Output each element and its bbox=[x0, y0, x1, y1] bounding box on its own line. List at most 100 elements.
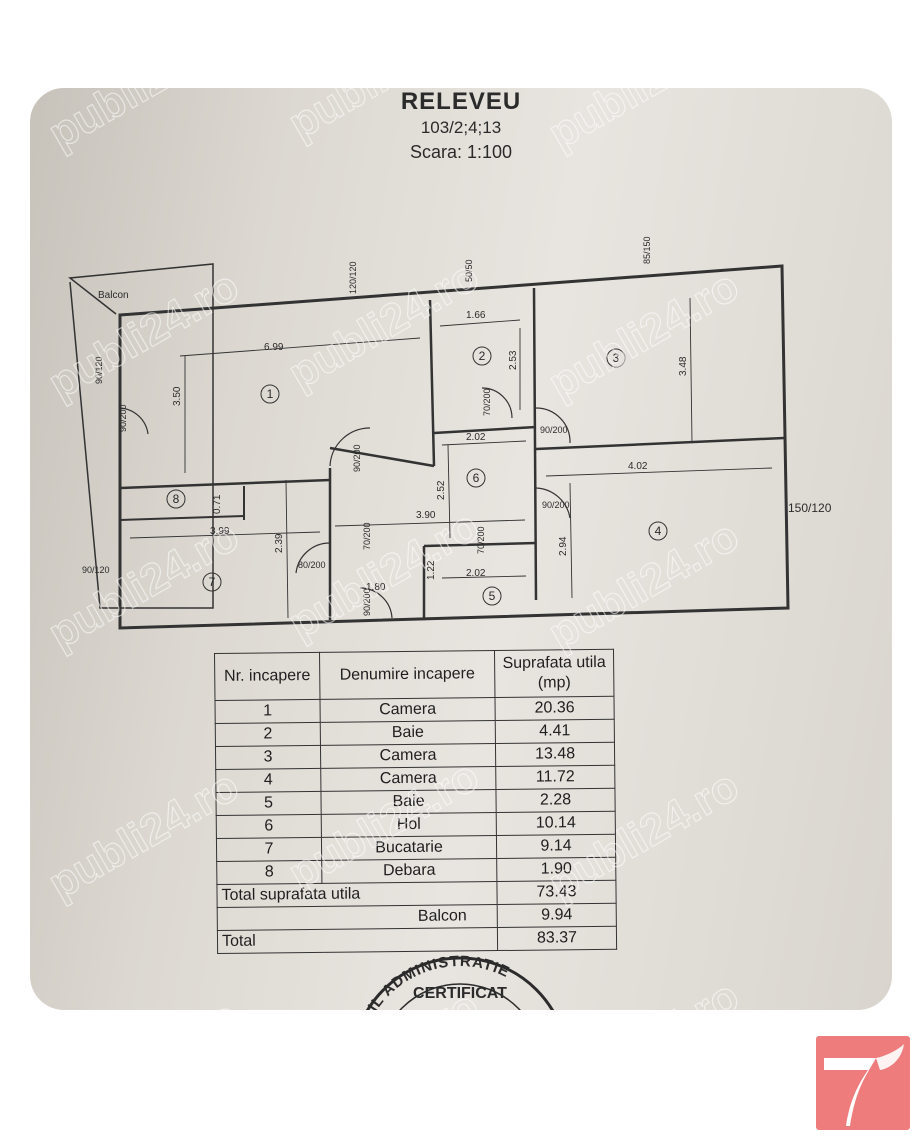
door-swing bbox=[481, 387, 513, 419]
dimension-line bbox=[447, 444, 451, 539]
official-stamp: IL ADMINISTRATIE CERTIFICAT bbox=[365, 953, 555, 1010]
cell-name: Camera bbox=[320, 743, 496, 769]
cell-name: Baie bbox=[320, 789, 497, 815]
room-marker bbox=[202, 572, 222, 592]
cell-name: Hol bbox=[321, 812, 497, 838]
opening-size: 120/120 bbox=[348, 261, 358, 294]
room-marker bbox=[466, 468, 486, 488]
cell-area: 2.28 bbox=[495, 788, 616, 813]
balcony-label: Balcon bbox=[98, 290, 129, 301]
balcony-outline bbox=[68, 263, 214, 609]
dimension: 3.50 bbox=[172, 386, 183, 406]
opening-size: 70/200 bbox=[482, 388, 492, 416]
room-marker bbox=[166, 489, 186, 509]
wall bbox=[433, 425, 537, 435]
balcony-row-value: 9.94 bbox=[497, 903, 617, 928]
opening-size: 90/200 bbox=[352, 444, 362, 472]
header-area: Suprafata utila (mp) bbox=[494, 649, 614, 698]
dimension: 2.02 bbox=[466, 568, 486, 579]
room-number-4: 4 bbox=[655, 524, 662, 538]
wall bbox=[119, 478, 331, 490]
cell-area: 1.90 bbox=[496, 857, 616, 882]
total-useful-label: Total suprafata utila bbox=[216, 881, 498, 908]
dimension-line bbox=[439, 319, 521, 327]
opening-size: 90/200 bbox=[540, 425, 568, 435]
door-swing bbox=[359, 587, 393, 619]
wall bbox=[532, 287, 538, 601]
cell-nr: 1 bbox=[214, 699, 321, 724]
publi24-logo[interactable] bbox=[816, 1036, 910, 1130]
opening-size: 90/120 bbox=[82, 565, 110, 575]
stamp-center-text: CERTIFICAT bbox=[413, 985, 507, 1002]
opening-size: 90/200 bbox=[362, 588, 372, 616]
dimension-line bbox=[441, 575, 527, 579]
wall bbox=[329, 446, 435, 468]
dimension: 2.94 bbox=[558, 536, 569, 556]
room-number-7: 7 bbox=[209, 575, 216, 589]
opening-size: 70/200 bbox=[476, 526, 486, 554]
dimension: 2.39 bbox=[274, 533, 285, 553]
opening-size: 90/200 bbox=[542, 500, 570, 510]
dimension: 1.66 bbox=[466, 310, 486, 321]
document-title: RELEVEU bbox=[400, 88, 522, 115]
room-marker bbox=[482, 586, 502, 606]
dimension-line bbox=[179, 337, 421, 357]
cell-area: 11.72 bbox=[495, 765, 615, 790]
dimension-line bbox=[569, 482, 573, 599]
cell-nr: 3 bbox=[215, 745, 321, 770]
dimension: 3.99 bbox=[210, 526, 230, 537]
room-number-3: 3 bbox=[613, 351, 620, 365]
door-swing bbox=[329, 427, 371, 467]
dimension: 0.71 bbox=[212, 494, 223, 514]
cell-nr: 4 bbox=[215, 768, 321, 793]
dimension: 4.02 bbox=[628, 461, 648, 472]
cell-area: 20.36 bbox=[494, 696, 615, 721]
floor-plan: 1 2 3 4 5 6 7 8 Balcon 6.99 3.50 1.66 2.… bbox=[68, 236, 832, 630]
cell-area: 13.48 bbox=[495, 742, 615, 767]
cell-area: 10.14 bbox=[496, 811, 616, 836]
cell-nr: 5 bbox=[215, 791, 322, 816]
cell-name: Debara bbox=[321, 858, 497, 884]
door-swing bbox=[295, 542, 331, 574]
dimension-line bbox=[129, 531, 321, 539]
logo-mark-icon bbox=[824, 1044, 904, 1126]
cell-name: Camera bbox=[319, 697, 496, 723]
room-number-2: 2 bbox=[479, 349, 486, 363]
cell-name: Bucatarie bbox=[321, 835, 497, 861]
room-marker bbox=[648, 521, 668, 541]
cell-name: Camera bbox=[320, 766, 496, 792]
document-photo: RELEVEU 103/2;4;13 Scara: 1:100 bbox=[30, 88, 892, 1010]
rooms-area-table: Nr. incapere Denumire incapere Suprafata… bbox=[214, 649, 617, 954]
dimension: 2.02 bbox=[466, 432, 486, 443]
header-name: Denumire incapere bbox=[319, 650, 495, 700]
room-number-6: 6 bbox=[473, 471, 480, 485]
dimension: 3.90 bbox=[416, 510, 436, 521]
opening-size: 90/200 bbox=[118, 404, 128, 432]
dimension: 3.48 bbox=[678, 356, 689, 376]
dimension: 6.99 bbox=[264, 342, 284, 353]
dimension-line bbox=[545, 467, 773, 477]
dimension-line bbox=[689, 297, 693, 444]
cell-name: Baie bbox=[320, 720, 496, 746]
table-header-row: Nr. incapere Denumire incapere Suprafata… bbox=[214, 649, 614, 701]
dimension-line bbox=[334, 519, 526, 527]
opening-size: 90/120 bbox=[94, 356, 104, 384]
room-marker bbox=[606, 348, 626, 368]
survey-sheet: RELEVEU 103/2;4;13 Scara: 1:100 bbox=[30, 88, 892, 1010]
opening-size: 150/120 bbox=[788, 501, 832, 515]
room-marker bbox=[260, 384, 280, 404]
wall bbox=[423, 541, 537, 548]
door-swing bbox=[119, 407, 149, 435]
dimension: 1.22 bbox=[426, 560, 437, 580]
dimension: 1.80 bbox=[366, 582, 386, 593]
cell-nr: 8 bbox=[216, 860, 322, 885]
cell-area: 4.41 bbox=[495, 719, 615, 744]
cell-area: 9.14 bbox=[496, 834, 616, 859]
balcony-row-label: Balcon bbox=[217, 904, 498, 931]
total-useful-value: 73.43 bbox=[496, 880, 617, 905]
wall bbox=[535, 436, 785, 451]
cell-nr: 7 bbox=[216, 837, 322, 862]
opening-size: 50/50 bbox=[464, 259, 474, 282]
wall bbox=[119, 515, 245, 521]
room-number-1: 1 bbox=[267, 387, 274, 401]
